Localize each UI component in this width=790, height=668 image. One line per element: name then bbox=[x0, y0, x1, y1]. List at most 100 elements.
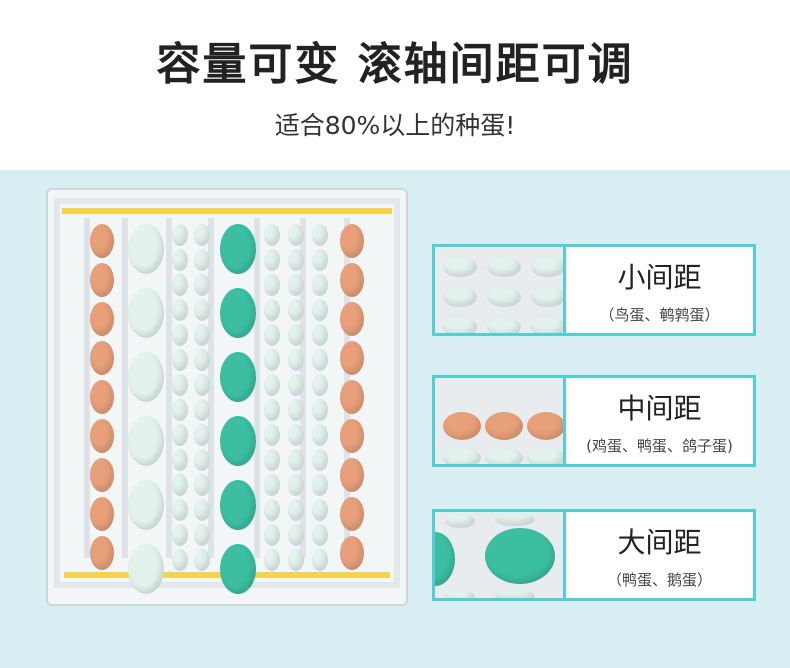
egg bbox=[220, 416, 256, 466]
egg bbox=[172, 399, 188, 421]
egg bbox=[288, 224, 304, 246]
card-note: (鸡蛋、鸭蛋、鸽子蛋) bbox=[586, 436, 733, 455]
egg bbox=[487, 257, 521, 277]
egg bbox=[194, 249, 210, 271]
egg bbox=[445, 514, 475, 528]
egg bbox=[312, 399, 328, 421]
egg bbox=[128, 544, 164, 594]
roller-bar bbox=[122, 218, 128, 558]
egg bbox=[172, 499, 188, 521]
egg bbox=[312, 549, 328, 571]
egg bbox=[172, 249, 188, 271]
egg bbox=[128, 224, 164, 274]
egg bbox=[90, 302, 114, 336]
egg bbox=[443, 257, 477, 277]
egg bbox=[340, 263, 364, 297]
egg bbox=[288, 374, 304, 396]
egg bbox=[194, 399, 210, 421]
egg bbox=[288, 349, 304, 371]
egg bbox=[288, 299, 304, 321]
egg bbox=[312, 249, 328, 271]
egg bbox=[172, 549, 188, 571]
roller-bar bbox=[208, 218, 214, 558]
egg bbox=[288, 474, 304, 496]
egg bbox=[90, 536, 114, 570]
egg bbox=[288, 274, 304, 296]
headline: 容量可变 滚轴间距可调 bbox=[156, 39, 634, 90]
egg bbox=[90, 224, 114, 258]
egg bbox=[194, 274, 210, 296]
egg bbox=[340, 419, 364, 453]
card-note: （鸭蛋、鹅蛋） bbox=[606, 570, 712, 589]
egg bbox=[443, 448, 481, 464]
egg bbox=[172, 224, 188, 246]
egg bbox=[312, 324, 328, 346]
card-note: （鸟蛋、鹌鹑蛋） bbox=[599, 305, 720, 324]
egg bbox=[340, 536, 364, 570]
egg bbox=[128, 288, 164, 338]
card-large-spacing: 大间距 （鸭蛋、鹅蛋） bbox=[432, 509, 756, 601]
egg bbox=[312, 524, 328, 546]
egg bbox=[288, 424, 304, 446]
egg bbox=[312, 349, 328, 371]
egg bbox=[443, 317, 477, 333]
egg bbox=[288, 524, 304, 546]
egg bbox=[531, 287, 563, 307]
egg bbox=[172, 324, 188, 346]
egg bbox=[487, 287, 521, 307]
egg bbox=[312, 374, 328, 396]
egg-tray-illustration bbox=[46, 188, 408, 606]
medium-spacing-thumbnail bbox=[435, 378, 566, 464]
egg bbox=[220, 480, 256, 530]
card-small-spacing: 小间距 （鸟蛋、鹌鹑蛋） bbox=[432, 244, 756, 336]
egg bbox=[487, 317, 521, 333]
card-title: 小间距 bbox=[617, 260, 702, 294]
egg bbox=[172, 524, 188, 546]
egg bbox=[194, 299, 210, 321]
egg bbox=[485, 412, 523, 440]
egg bbox=[194, 474, 210, 496]
egg bbox=[264, 299, 280, 321]
egg bbox=[194, 324, 210, 346]
egg bbox=[340, 497, 364, 531]
egg bbox=[264, 499, 280, 521]
egg bbox=[340, 458, 364, 492]
egg bbox=[264, 399, 280, 421]
card-medium-spacing: 中间距 (鸡蛋、鸭蛋、鸽子蛋) bbox=[432, 375, 756, 467]
egg bbox=[495, 590, 535, 598]
egg bbox=[264, 224, 280, 246]
egg bbox=[194, 424, 210, 446]
egg bbox=[288, 324, 304, 346]
egg bbox=[128, 416, 164, 466]
egg bbox=[485, 448, 523, 464]
egg bbox=[220, 352, 256, 402]
egg bbox=[312, 449, 328, 471]
egg bbox=[172, 349, 188, 371]
egg bbox=[264, 324, 280, 346]
egg bbox=[172, 299, 188, 321]
egg bbox=[90, 341, 114, 375]
egg bbox=[90, 380, 114, 414]
egg bbox=[312, 474, 328, 496]
egg bbox=[312, 224, 328, 246]
egg bbox=[312, 499, 328, 521]
egg bbox=[194, 349, 210, 371]
top-rail bbox=[62, 208, 392, 214]
egg bbox=[443, 287, 477, 307]
egg bbox=[495, 514, 535, 526]
egg bbox=[264, 449, 280, 471]
egg bbox=[443, 412, 481, 440]
egg bbox=[264, 249, 280, 271]
egg bbox=[264, 374, 280, 396]
egg bbox=[194, 449, 210, 471]
egg bbox=[288, 249, 304, 271]
egg bbox=[172, 374, 188, 396]
egg bbox=[445, 590, 475, 598]
egg bbox=[90, 419, 114, 453]
egg bbox=[531, 317, 563, 333]
card-title: 大间距 bbox=[617, 525, 702, 559]
subline: 适合80%以上的种蛋! bbox=[274, 111, 516, 140]
egg bbox=[288, 549, 304, 571]
egg bbox=[172, 474, 188, 496]
egg bbox=[485, 528, 555, 584]
